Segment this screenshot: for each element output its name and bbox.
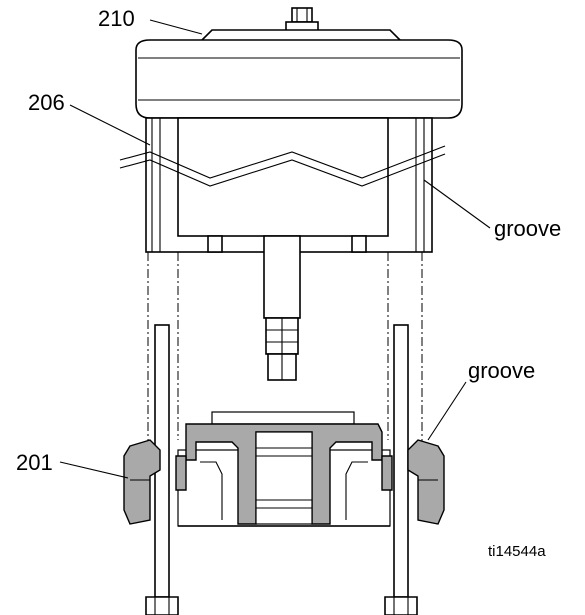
top-cover-210 xyxy=(135,7,463,119)
clamp-201 xyxy=(123,439,445,525)
callout-210: 210 xyxy=(98,6,135,31)
center-shaft xyxy=(263,235,301,381)
callout-201: 201 xyxy=(16,450,53,475)
base-housing xyxy=(175,411,393,527)
callout-206: 206 xyxy=(28,90,65,115)
cylinder-206 xyxy=(119,117,446,253)
alignment-lines xyxy=(147,252,423,450)
leader-lines xyxy=(59,19,491,479)
figure-id: ti14544a xyxy=(488,543,546,560)
tie-rods xyxy=(145,324,418,615)
callout-groove-upper: groove xyxy=(494,216,561,241)
callout-groove-lower: groove xyxy=(468,358,535,383)
